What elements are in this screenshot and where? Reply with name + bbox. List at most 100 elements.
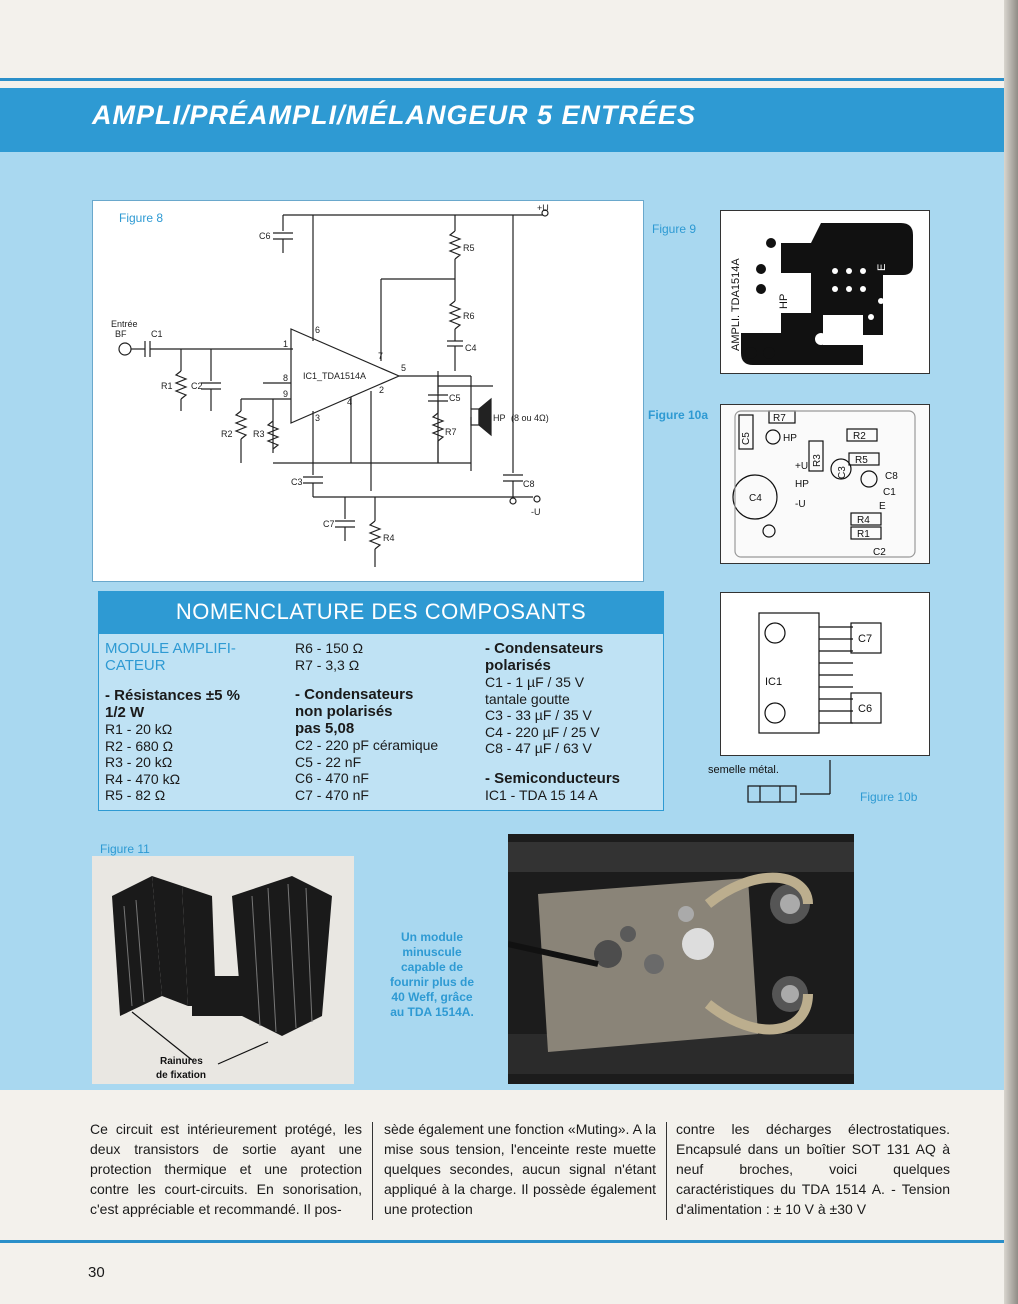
caption-line: capable de: [400, 960, 464, 974]
page-edge: [1004, 0, 1018, 1304]
r2-label: R2: [221, 429, 233, 439]
layout-c4: C4: [749, 493, 762, 504]
capacitor-item: C3 - 33 µF / 35 V: [485, 707, 592, 723]
heatsink-label-2: de fixation: [156, 1070, 206, 1081]
fig10b-c7: C7: [858, 633, 872, 645]
layout-r2: R2: [853, 431, 866, 442]
layout-r7: R7: [773, 413, 786, 424]
figure-8-panel: Figure 8: [92, 200, 644, 582]
heatsink-label-1: Rainures: [160, 1056, 203, 1067]
schematic-diagram: +U -U Entrée BF IC1_TDA1514A HP (8 ou 4Ω…: [111, 203, 549, 567]
ic-mount-drawing: IC1 C7 C6: [758, 612, 882, 734]
c6-label: C6: [259, 231, 271, 241]
layout-c8: C8: [885, 471, 898, 482]
bottom-rule: [0, 1240, 1004, 1243]
capacitor-item: C4 - 220 µF / 25 V: [485, 723, 600, 740]
page-number: 30: [88, 1264, 105, 1281]
semelle-drawing: [747, 760, 831, 803]
capacitors-head-3: pas 5,08: [295, 720, 355, 737]
figure-10a-layout: C5 R7 HP R2 R5 R3 C3 C8 C1 C4 -U +U E R4…: [720, 404, 930, 564]
pin-2: 2: [379, 385, 384, 395]
pin-8: 8: [283, 373, 288, 383]
r6-label: R6: [463, 311, 475, 321]
input-label-2: BF: [115, 329, 127, 339]
column-rule: [666, 1122, 667, 1220]
figure-8-label: Figure 8: [119, 211, 164, 225]
fig10b-ic1: IC1: [765, 676, 782, 688]
c3-label: C3: [291, 477, 303, 487]
module-title-1: MODULE AMPLIFI-: [105, 640, 236, 657]
r5-label: R5: [463, 243, 475, 253]
pcb-hp-text: HP: [778, 294, 790, 309]
c4-label: C4: [465, 343, 477, 353]
figure-9-pcb: AMPLI. TDA1514A HP E: [720, 210, 930, 374]
polarized-head-2: polarisés: [485, 657, 551, 674]
pin-9: 9: [283, 389, 288, 399]
nomenclature-title: NOMENCLATURE DES COMPOSANTS: [98, 591, 664, 633]
ic-label: IC1_TDA1514A: [303, 371, 366, 381]
pin-3: 3: [315, 413, 320, 423]
resistor-item: R6 - 150 Ω: [295, 640, 364, 656]
layout-e: E: [879, 501, 886, 512]
top-rule: [0, 78, 1004, 81]
caption-line: 40 Weff, grâce: [391, 990, 473, 1004]
resistor-item: R4 - 470 kΩ: [105, 770, 181, 787]
semelle-label: semelle métal.: [708, 764, 779, 776]
pcb-board-text: AMPLI. TDA1514A: [730, 258, 742, 351]
figure-9-label: Figure 9: [652, 222, 697, 236]
layout-minus-u: -U: [795, 499, 806, 510]
c1-label: C1: [151, 329, 163, 339]
r7-label: R7: [445, 427, 457, 437]
layout-r1: R1: [857, 529, 870, 540]
resistor-item: R2 - 680 Ω: [105, 737, 174, 754]
component-layout: C5 R7 HP R2 R5 R3 C3 C8 C1 C4 -U +U E R4…: [732, 410, 916, 558]
c5-label: C5: [449, 393, 461, 403]
figure-11-label: Figure 11: [100, 842, 150, 856]
photo-caption: Un module minuscule capable de fournir p…: [372, 930, 492, 1020]
caption-line: fournir plus de: [390, 975, 474, 989]
vminus-label: -U: [531, 507, 541, 517]
c2-label: C2: [191, 381, 203, 391]
hp-label: HP: [493, 413, 506, 423]
pin-1: 1: [283, 339, 288, 349]
nomenclature-col-2: R6 - 150 Ω R7 - 3,3 Ω - Condensateurs no…: [295, 640, 475, 803]
capacitor-item: tantale goutte: [485, 690, 570, 707]
pin-4: 4: [347, 397, 352, 407]
page-title: AMPLI/PRÉAMPLI/MÉLANGEUR 5 ENTRÉES: [92, 100, 697, 130]
nomenclature-col-1: MODULE AMPLIFI- CATEUR - Résistances ±5 …: [105, 640, 285, 804]
body-column-2: sède également une fonction «Muting». A …: [384, 1121, 656, 1217]
fig10b-c6: C6: [858, 703, 872, 715]
semiconductors-head: - Semiconducteurs: [485, 769, 621, 787]
caption-line: Un module: [401, 930, 463, 944]
input-label-1: Entrée: [111, 319, 138, 329]
capacitor-item: C8 - 47 µF / 63 V: [485, 740, 592, 756]
polarized-head-1: - Condensateurs: [485, 640, 604, 657]
layout-c1: C1: [883, 487, 896, 498]
heatsink-illustration: Rainures de fixation: [112, 876, 332, 1081]
hp-value: (8 ou 4Ω): [511, 413, 549, 423]
layout-plus-u: +U: [795, 461, 808, 472]
layout-c3: C3: [837, 466, 848, 479]
capacitors-head-1: - Condensateurs: [295, 686, 414, 703]
r1-label: R1: [161, 381, 173, 391]
body-column-3: contre les décharges électrostatiques. E…: [676, 1121, 950, 1217]
pin-5: 5: [401, 363, 406, 373]
layout-c5: C5: [741, 432, 752, 445]
pin-7: 7: [378, 351, 383, 361]
capacitor-item: C7 - 470 nF: [295, 786, 369, 803]
caption-line: minuscule: [402, 945, 462, 959]
resistor-item: R7 - 3,3 Ω: [295, 656, 360, 673]
figure-10a-label: Figure 10a: [648, 408, 709, 422]
layout-hp: HP: [783, 433, 797, 444]
resistances-head-2: 1/2 W: [105, 704, 145, 721]
nomenclature-col-3: - Condensateurs polarisés C1 - 1 µF / 35…: [485, 640, 661, 803]
heatsink-photo: Rainures de fixation: [92, 856, 354, 1084]
capacitor-item: C1 - 1 µF / 35 V: [485, 674, 585, 690]
pin-6: 6: [315, 325, 320, 335]
layout-c2: C2: [873, 547, 886, 558]
c7-label: C7: [323, 519, 335, 529]
pcb-e-text: E: [876, 264, 888, 271]
module-title-2: CATEUR: [105, 657, 166, 674]
resistor-item: R3 - 20 kΩ: [105, 754, 173, 770]
